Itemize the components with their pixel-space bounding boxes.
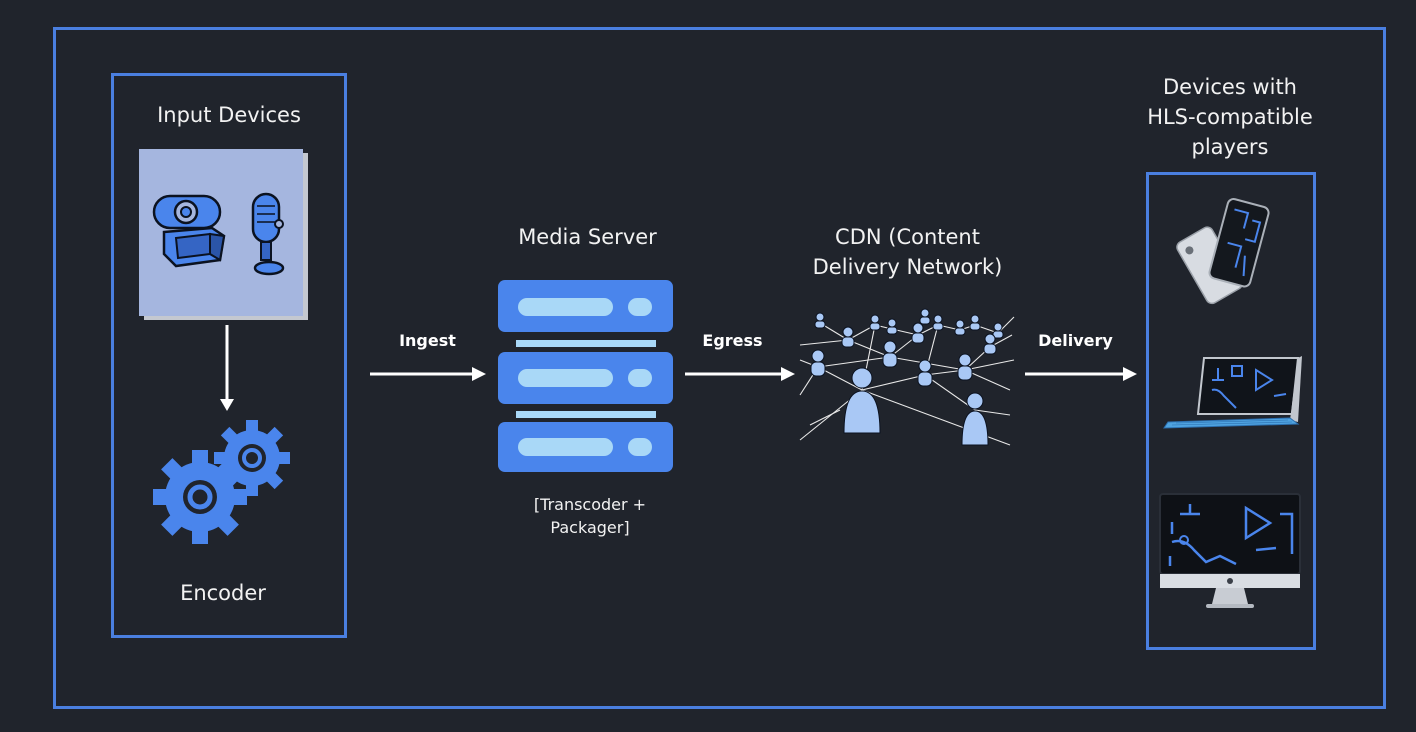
server-icon: [498, 280, 673, 472]
ingest-arrow: [370, 367, 486, 381]
cdn-title-line1: CDN (Content: [835, 225, 980, 249]
cdn-title-line2: Delivery Network): [812, 255, 1003, 279]
input-group-frame: [111, 73, 347, 638]
delivery-arrow: [1025, 367, 1137, 381]
egress-arrow: [685, 367, 795, 381]
media-server-note-line1: [Transcoder +: [533, 495, 647, 514]
encoder-label: Encoder: [180, 581, 266, 605]
network-icon: [799, 308, 1015, 446]
microphone-icon: [251, 192, 285, 276]
down-arrow: [220, 325, 234, 411]
ingest-label: Ingest: [399, 331, 456, 350]
output-devices-frame: [1146, 172, 1316, 650]
delivery-label: Delivery: [1038, 331, 1113, 350]
monitor-icon: [1159, 493, 1301, 608]
smartphone-icon: [1176, 198, 1270, 305]
output-title-line2: HLS-compatible: [1147, 105, 1313, 129]
output-title-line1: Devices with: [1163, 75, 1297, 99]
gear-icon: [153, 420, 290, 544]
webcam-icon: [152, 194, 226, 268]
tablet-icon: [1163, 356, 1302, 429]
output-title-line3: players: [1191, 135, 1269, 159]
egress-label: Egress: [702, 331, 763, 350]
input-devices-title: Input Devices: [157, 103, 301, 127]
outer-frame: [53, 27, 1386, 709]
media-server-note-line2: Packager]: [550, 518, 630, 537]
media-server-title: Media Server: [518, 225, 657, 249]
